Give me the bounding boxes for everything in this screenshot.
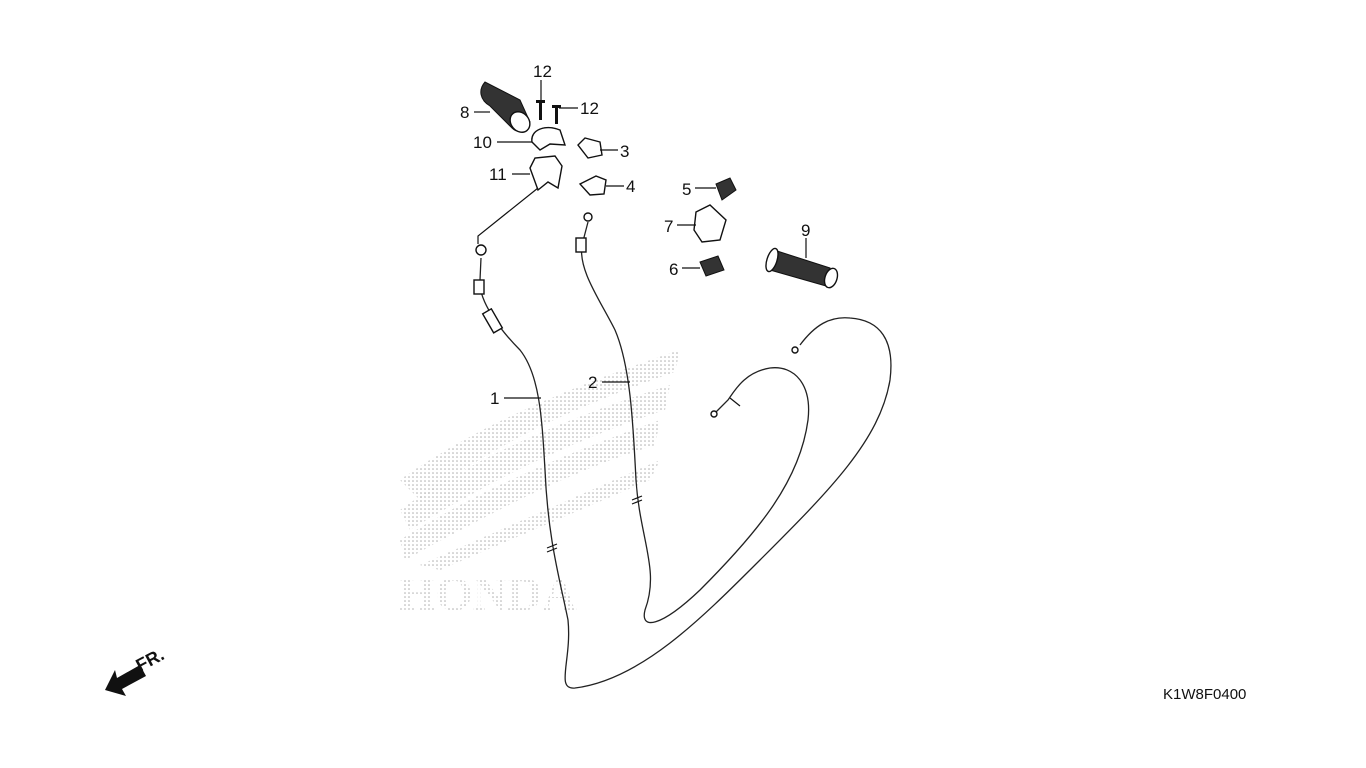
part-3 bbox=[577, 137, 603, 159]
screw-12a bbox=[536, 100, 545, 120]
grip-9 bbox=[765, 247, 839, 289]
housing-11 bbox=[529, 155, 563, 192]
callout-1: 1 bbox=[490, 389, 499, 408]
honda-wing-watermark: HONDA bbox=[398, 350, 680, 621]
callout-6: 6 bbox=[669, 260, 678, 279]
grip-8 bbox=[480, 81, 531, 133]
callout-4: 4 bbox=[626, 177, 635, 196]
front-direction-arrow-icon: FR. bbox=[105, 644, 167, 696]
callout-2: 2 bbox=[588, 373, 597, 392]
part-7 bbox=[693, 204, 727, 243]
screw-12b bbox=[552, 105, 561, 124]
callout-8: 8 bbox=[460, 103, 469, 122]
callout-11: 11 bbox=[489, 165, 507, 184]
part-6 bbox=[699, 255, 725, 277]
callout-9: 9 bbox=[801, 221, 810, 240]
callout-10: 10 bbox=[473, 133, 492, 152]
diagram-code: K1W8F0400 bbox=[1163, 686, 1247, 703]
part-4 bbox=[578, 175, 607, 196]
housing-10 bbox=[531, 126, 566, 151]
callout-5: 5 bbox=[682, 180, 691, 199]
part-5 bbox=[715, 177, 737, 201]
callout-12a: 12 bbox=[533, 62, 552, 81]
callout-12b: 12 bbox=[580, 99, 599, 118]
honda-watermark-text: HONDA bbox=[398, 568, 577, 621]
leader-lines bbox=[474, 80, 807, 399]
cable-1 bbox=[473, 244, 892, 689]
cable-2 bbox=[575, 212, 810, 624]
callout-7: 7 bbox=[664, 217, 673, 236]
callout-3: 3 bbox=[620, 142, 629, 161]
